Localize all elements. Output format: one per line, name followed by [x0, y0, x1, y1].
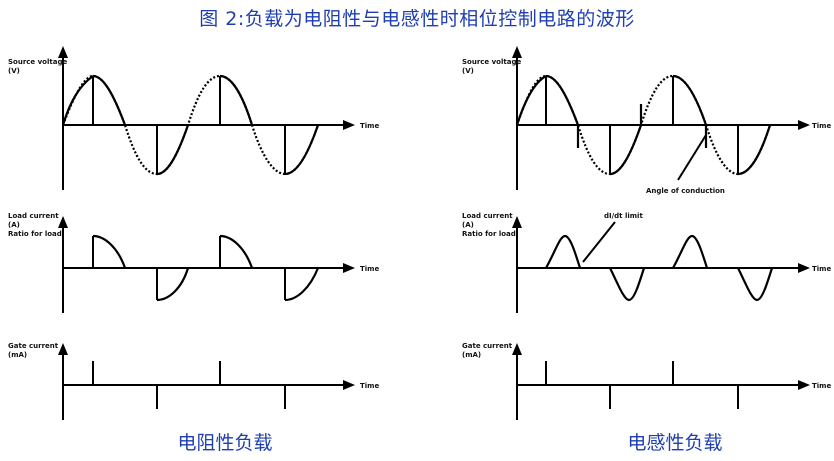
right-gate-x-arrow	[798, 380, 810, 390]
left-panel-label: 电阻性负载	[177, 432, 273, 454]
right-load-annotation: dI/dt limit	[604, 212, 643, 220]
right-gate-y-arrow	[512, 343, 522, 355]
right-panel: Angle of conduction Source voltage (V) T…	[462, 46, 831, 420]
left-voltage-x-arrow	[343, 120, 355, 130]
right-voltage-conduct-1	[545, 74, 580, 148]
left-voltage-initial-rise	[61, 75, 94, 126]
left-voltage-sine	[61, 74, 320, 176]
left-gate-axis-label: Gate current (mA)	[8, 342, 61, 359]
left-load-y-arrow	[58, 216, 68, 228]
right-panel-label: 电感性负载	[627, 432, 723, 454]
right-voltage-time-label: Time	[812, 122, 831, 130]
right-gate-axis-label: Gate current (mA)	[462, 342, 515, 359]
right-voltage-conduct-2	[609, 104, 643, 176]
right-gate-time-label: Time	[812, 382, 831, 390]
left-gate-time-label: Time	[360, 382, 379, 390]
right-voltage-annotation-line	[677, 134, 707, 181]
figure-title: 图 2:负载为电阻性与电感性时相位控制电路的波形	[199, 8, 635, 30]
right-load-pulse-1	[545, 234, 582, 269]
right-voltage-initial-rise	[515, 75, 547, 126]
left-voltage-conduct-2	[156, 124, 190, 176]
left-voltage-conduct-3	[219, 74, 254, 126]
left-load-pulse-4	[284, 267, 320, 302]
right-load-pulse-4	[737, 267, 774, 302]
right-voltage-axis-label: Source voltage (V)	[462, 58, 524, 75]
left-panel: Source voltage (V) Time Load current (A)…	[8, 46, 379, 420]
left-load-pulse-1	[92, 234, 127, 269]
left-voltage-y-arrow	[58, 46, 68, 58]
left-voltage-conduct-1	[92, 74, 127, 126]
left-gate-y-arrow	[58, 343, 68, 355]
right-load-time-label: Time	[812, 265, 831, 273]
left-voltage-time-label: Time	[360, 122, 379, 130]
right-voltage-y-arrow	[512, 46, 522, 58]
left-gate-x-arrow	[343, 380, 355, 390]
right-voltage-conduct-4	[737, 124, 772, 176]
right-voltage-conduct-3	[672, 74, 708, 148]
right-load-y-arrow	[512, 216, 522, 228]
left-voltage-conduct-4	[284, 124, 320, 176]
left-load-axis-label: Load current (A)Ratio for load	[8, 212, 62, 238]
right-load-axis-label: Load current (A)Ratio for load	[462, 212, 516, 238]
left-voltage-axis-label: Source voltage (V)	[8, 58, 70, 75]
right-load-annotation-line	[582, 221, 616, 263]
left-load-time-label: Time	[360, 265, 379, 273]
left-load-pulse-3	[219, 234, 254, 269]
right-voltage-x-arrow	[798, 120, 810, 130]
right-load-pulse-2	[609, 267, 646, 302]
right-load-pulse-3	[672, 234, 709, 269]
right-load-x-arrow	[798, 263, 810, 273]
left-load-x-arrow	[343, 263, 355, 273]
right-voltage-annotation: Angle of conduction	[646, 187, 725, 195]
left-load-pulse-2	[156, 267, 190, 302]
